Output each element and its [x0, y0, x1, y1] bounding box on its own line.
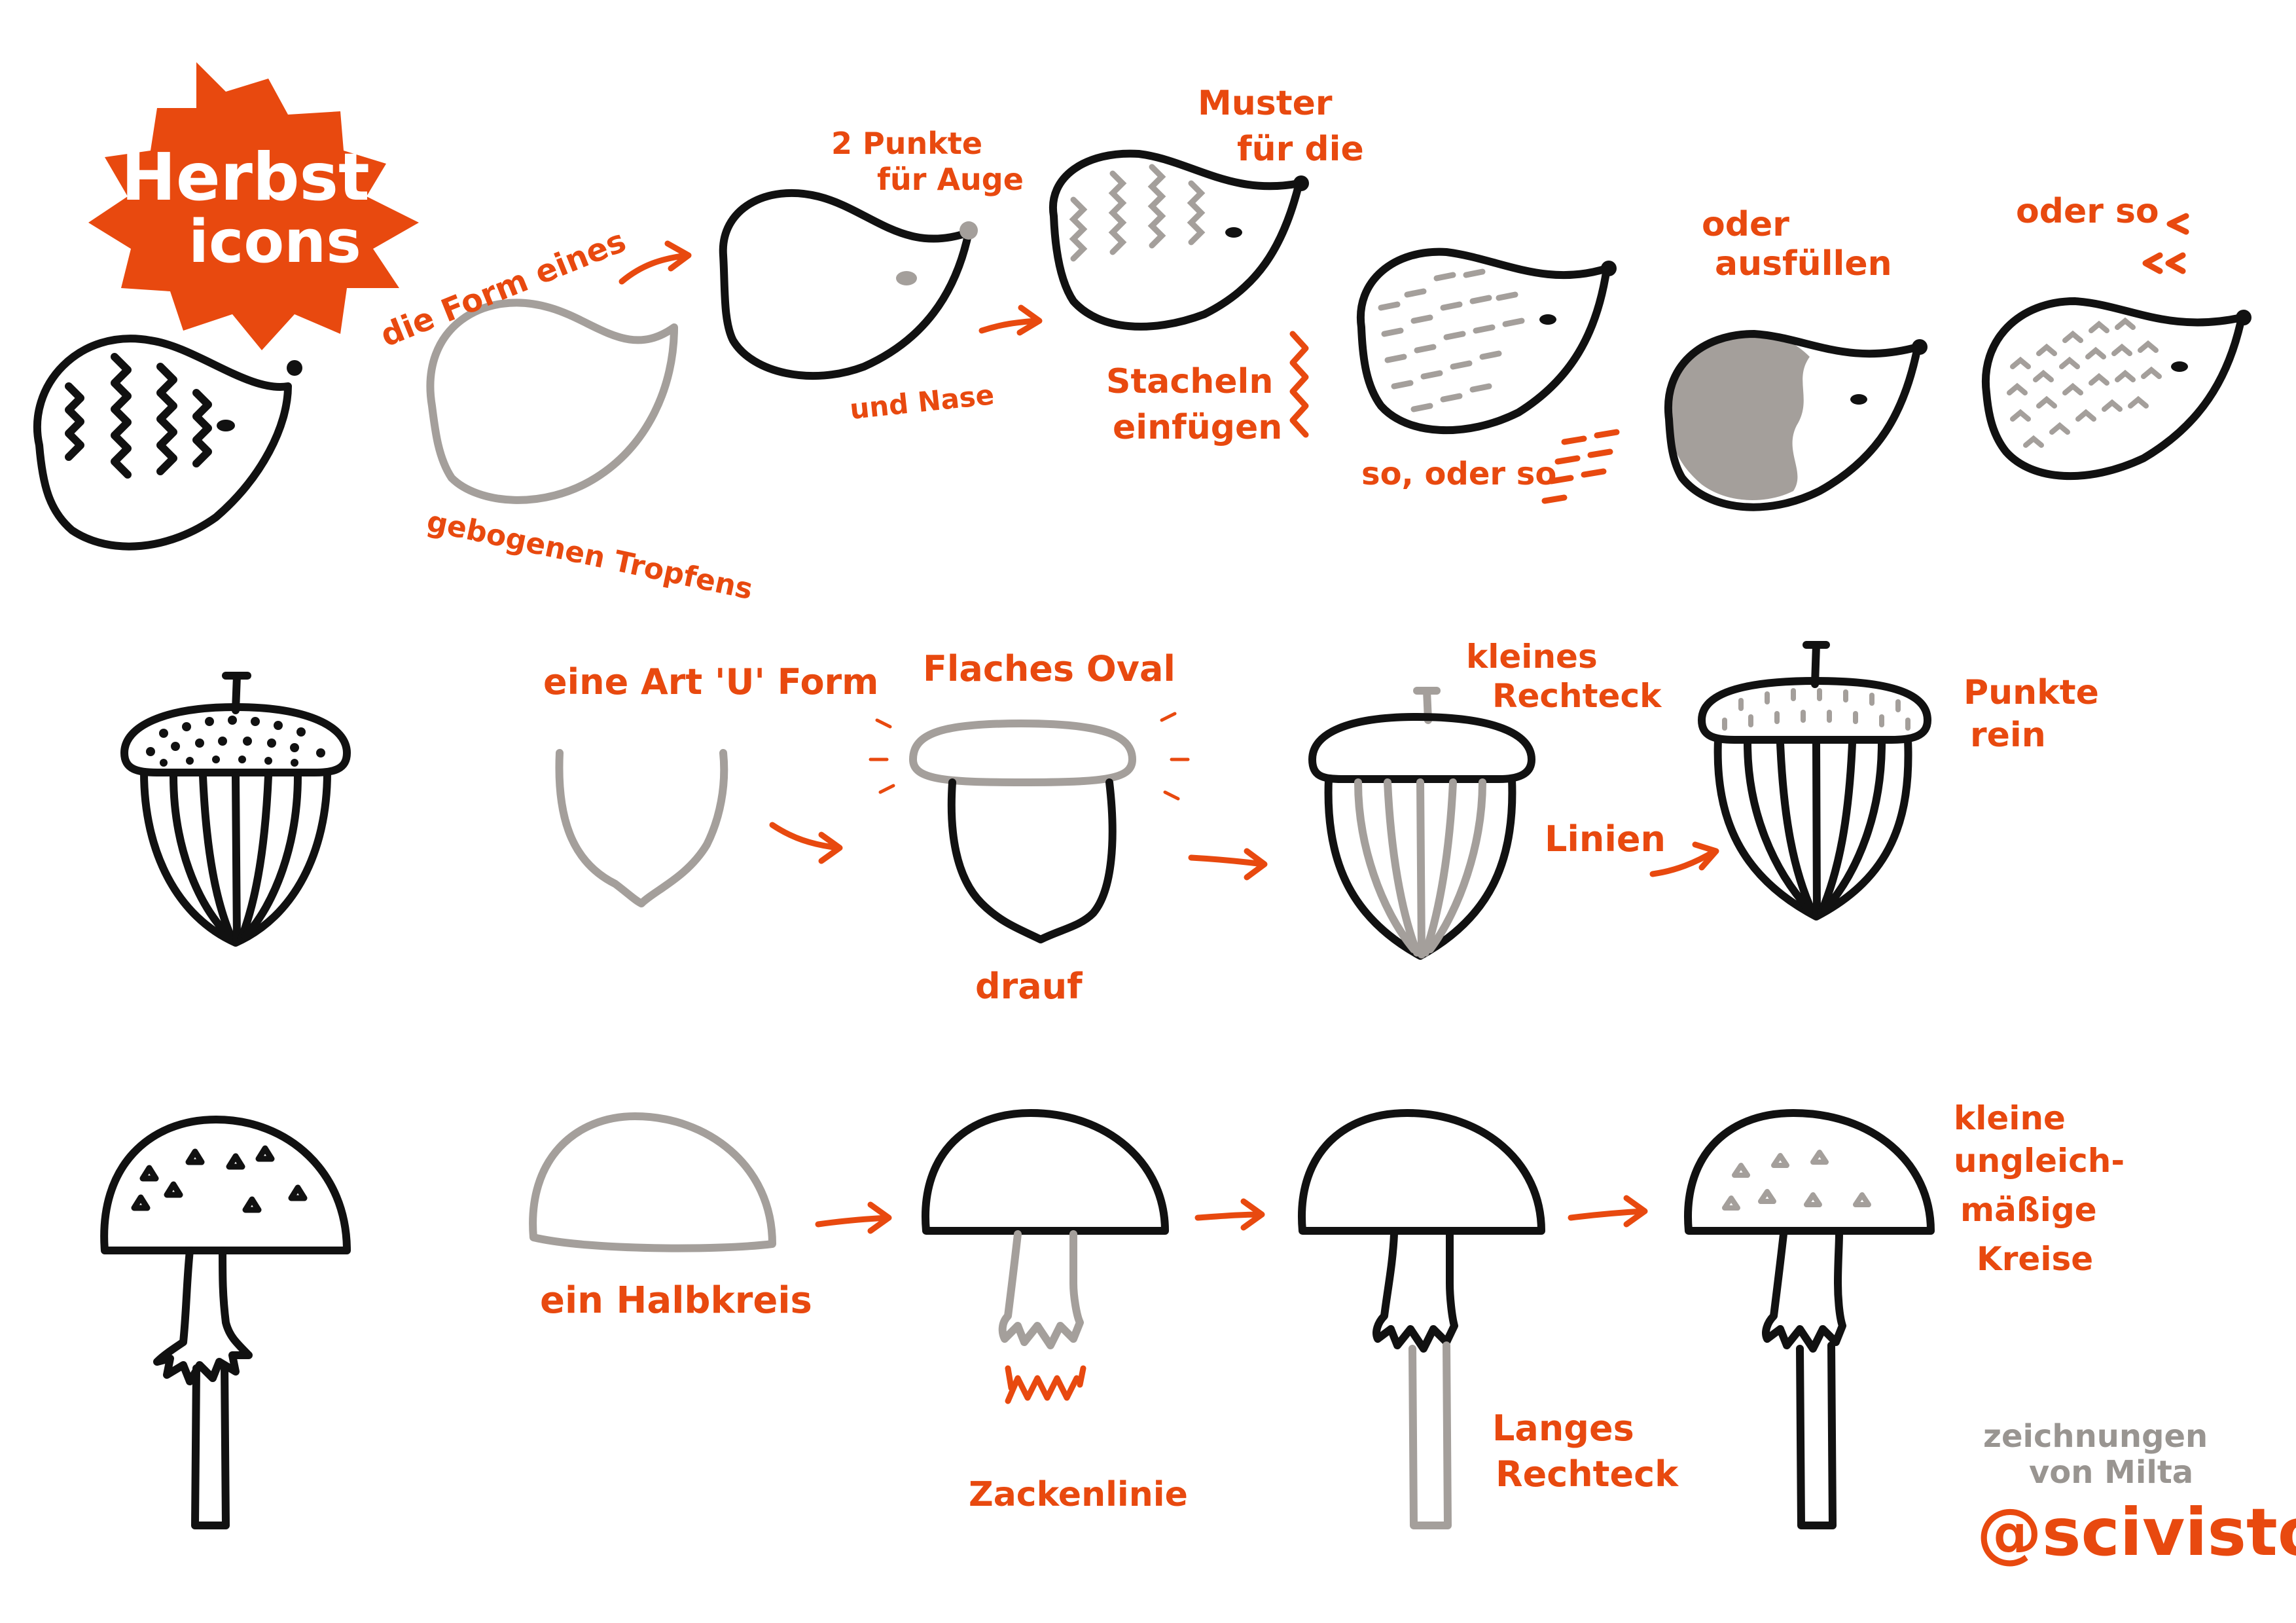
mushroom-step-rect: Langes Rechteck — [1298, 1109, 1679, 1529]
mushroom-final — [100, 1116, 351, 1529]
label-rect-1: kleines — [1466, 638, 1598, 676]
label-nose: und Nase — [848, 378, 996, 426]
mushroom-step-half: ein Halbkreis — [529, 1112, 812, 1322]
label-u-form: eine Art 'U' Form — [543, 661, 878, 702]
label-half: ein Halbkreis — [540, 1279, 812, 1322]
label-spikes-2: einfügen — [1113, 408, 1282, 447]
label-circles-1: kleine — [1954, 1099, 2066, 1137]
arrow-4 — [1188, 848, 1268, 881]
label-oval: Flaches Oval — [923, 648, 1175, 689]
credit-line2: von Milta — [2029, 1454, 2193, 1491]
title-line1: Herbst — [121, 139, 370, 215]
acorn-step-dots: Punkte rein — [1698, 641, 2099, 921]
label-rect-tall-1: Langes — [1492, 1408, 1634, 1449]
label-zigzag: Zackenlinie — [969, 1475, 1188, 1514]
arrow-8 — [1568, 1195, 1648, 1228]
label-so-oder-so: so, oder so — [1361, 456, 1556, 492]
hedgehog-step-filled: oder ausfüllen — [1664, 205, 1928, 511]
hedgehog-step-shape: die Form eines gebogenen Tropfens — [376, 223, 756, 606]
label-circles-2: ungleich- — [1954, 1142, 2125, 1180]
arrow-7 — [1194, 1198, 1265, 1231]
label-pattern-1: Muster — [1198, 84, 1333, 123]
label-shape-top: die Form eines — [376, 223, 632, 354]
label-rect-2: Rechteck — [1492, 677, 1662, 715]
dash-sample — [1541, 429, 1620, 504]
hedgehog-final — [33, 335, 302, 551]
hedgehog-step-pattern: Muster für die Stacheln einfügen — [1049, 84, 1364, 447]
title-line2: icons — [188, 208, 361, 276]
label-pattern-2: für die — [1237, 130, 1364, 169]
acorn-step-rect: kleines Rechteck Linien — [1308, 638, 1666, 960]
label-shape-bottom: gebogenen Tropfens — [424, 505, 756, 606]
acorn-step-oval: Flaches Oval drauf — [869, 648, 1190, 1007]
label-lines: Linien — [1545, 818, 1666, 860]
label-dots-1: Punkte — [1964, 673, 2099, 712]
label-circles-4: Kreise — [1977, 1240, 2093, 1278]
hedgehog-step-eye: 2 Punkte für Auge und Nase — [719, 126, 1024, 426]
arrow-5 — [1649, 841, 1719, 877]
hedgehog-step-chevrons: oder so — [1981, 192, 2251, 481]
label-eye-1: 2 Punkte — [831, 126, 982, 161]
acorn-final — [120, 672, 351, 947]
label-fill-2: ausfüllen — [1715, 244, 1892, 283]
acorn-step-u: eine Art 'U' Form — [543, 661, 878, 907]
label-drauf: drauf — [975, 966, 1083, 1007]
mushroom-step-circles: kleine ungleich- mäßige Kreise — [1684, 1099, 2125, 1529]
arrow-3 — [769, 822, 843, 864]
credit-block: zeichnungen von Milta @scivisto — [1977, 1418, 2296, 1571]
arrow-1 — [619, 240, 692, 285]
label-oder-so: oder so — [2016, 192, 2159, 231]
label-eye-2: für Auge — [877, 162, 1024, 197]
label-rect-tall-2: Rechteck — [1496, 1453, 1679, 1495]
hedgehog-step-dashes: so, oder so — [1356, 247, 1620, 504]
credit-handle: @scivisto — [1977, 1494, 2296, 1571]
mushroom-step-zig: Zackenlinie — [922, 1109, 1188, 1514]
credit-line1: zeichnungen — [1983, 1418, 2208, 1455]
label-fill-1: oder — [1702, 205, 1789, 244]
title-badge: Herbst icons — [88, 62, 419, 350]
arrow-2 — [978, 304, 1043, 336]
label-dots-2: rein — [1970, 716, 2046, 755]
label-spikes-1: Stacheln — [1106, 362, 1273, 401]
label-circles-3: mäßige — [1960, 1191, 2097, 1229]
arrow-6 — [815, 1201, 892, 1234]
